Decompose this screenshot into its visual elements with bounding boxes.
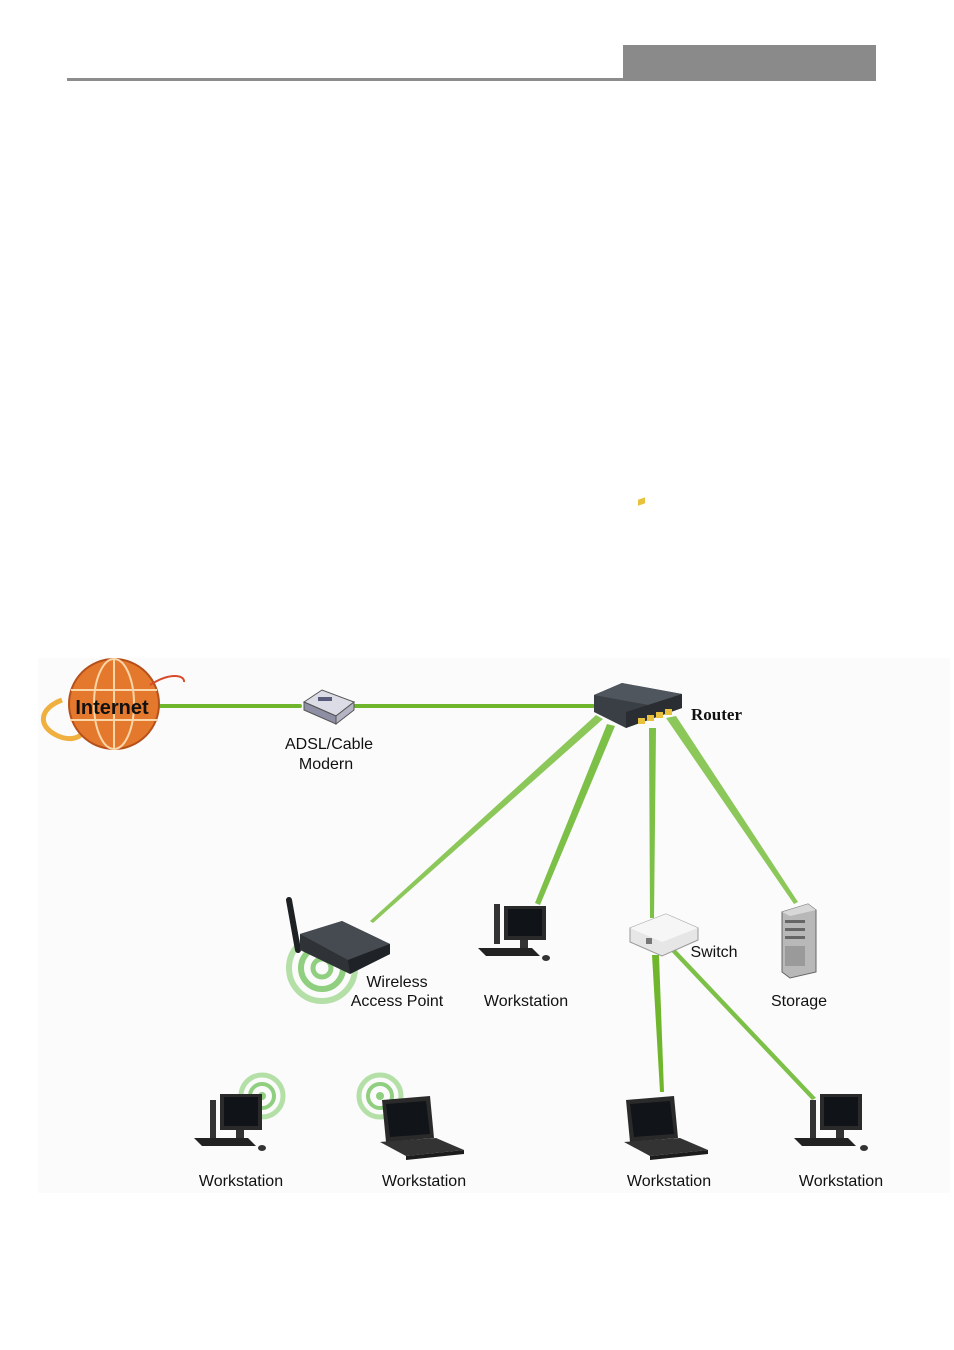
modem-label-line1: ADSL/Cable <box>285 736 373 753</box>
laptop-workstation-icon <box>624 1096 708 1160</box>
internet-globe-icon: Internet <box>40 658 185 750</box>
ap-label-line1: Wireless <box>366 974 427 991</box>
modem-icon <box>302 689 356 726</box>
network-links <box>158 704 816 1100</box>
workstation-label-bottom-2: Workstation <box>382 1173 466 1190</box>
storage-label: Storage <box>771 993 827 1010</box>
header-tab <box>623 45 876 81</box>
link-switch-workstation <box>668 948 816 1100</box>
router-icon <box>594 497 682 728</box>
link-switch-laptop <box>652 955 664 1092</box>
link-router-ap <box>370 715 603 923</box>
internet-label: Internet <box>75 697 149 719</box>
switch-label: Switch <box>690 944 737 961</box>
wireless-desktop-workstation-icon <box>194 1072 286 1151</box>
header-rule <box>67 78 876 81</box>
ap-label-line2: Access Point <box>351 993 444 1010</box>
link-router-workstation <box>535 724 615 905</box>
desktop-workstation-icon <box>478 904 550 961</box>
workstation-label-bottom-3: Workstation <box>627 1173 711 1190</box>
workstation-label-bottom-4: Workstation <box>799 1173 883 1190</box>
modem-label-line2: Modern <box>299 756 353 773</box>
router-label: Router <box>691 705 742 724</box>
link-router-storage <box>666 716 798 904</box>
desktop-workstation-icon-bottom <box>794 1094 868 1151</box>
switch-icon <box>629 913 699 957</box>
storage-server-icon <box>781 903 817 979</box>
wireless-laptop-workstation-icon <box>356 1072 464 1160</box>
link-router-switch <box>649 728 656 918</box>
wireless-access-point-icon <box>286 897 390 1004</box>
workstation-label-top: Workstation <box>484 993 568 1010</box>
workstation-label-bottom-1: Workstation <box>199 1173 283 1190</box>
